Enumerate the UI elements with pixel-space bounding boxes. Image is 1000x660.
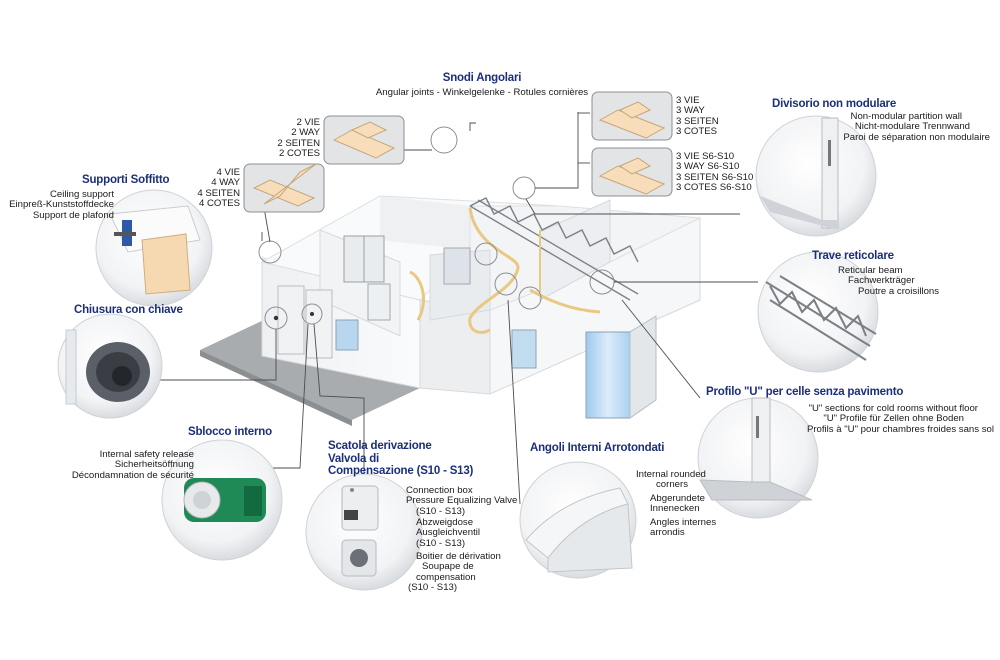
- label-line: Abgerundete: [650, 493, 705, 504]
- label-line: 2 COTES: [278, 148, 320, 160]
- label-line: Fachwerkträger: [848, 275, 915, 287]
- label-line: (S10 - S13): [416, 537, 466, 549]
- rounded-corners-text-de: Abgerundete Innenecken: [650, 493, 730, 515]
- joint-3way-labels: 3 VIE 3 WAY 3 SEITEN 3 COTES: [676, 95, 766, 138]
- label-line: 2 WAY: [291, 127, 320, 139]
- u-profile-bubble: [697, 397, 819, 519]
- joint-4way-box: [243, 163, 325, 213]
- label-line: 4 SEITEN: [197, 187, 240, 199]
- rounded-corners-bubble: [519, 461, 637, 579]
- frosted-door: [585, 331, 631, 419]
- label-line: "U" sections for cold rooms without floo…: [808, 403, 978, 414]
- rounded-corners-text-fr: Angles internes arrondis: [650, 517, 730, 539]
- label-line: (S10 - S13): [416, 505, 466, 517]
- label-line: Reticular beam: [838, 265, 903, 276]
- label-line: "U" Profile für Zellen ohne Boden: [823, 413, 964, 425]
- cold-room-building: [200, 126, 702, 426]
- label-line: 3 WAY: [676, 105, 705, 117]
- rounded-corners-title: Angoli Interni Arrotondati: [530, 442, 665, 454]
- label-line: 3 WAY S6-S10: [676, 161, 740, 173]
- key-lock-title: Chiusura con chiave: [74, 304, 183, 316]
- label-line: Boitier de dérivation: [416, 551, 501, 562]
- partition-wall-bubble: [755, 115, 877, 237]
- label-line: 3 COTES: [676, 126, 718, 138]
- connection-box-text-fr: Boitier de dérivation Soupape de compens…: [408, 551, 518, 594]
- label-line: Angles internes: [650, 517, 717, 528]
- u-profile-title: Profilo "U" per celle senza pavimento: [706, 386, 904, 398]
- reticular-beam-title: Trave reticolare: [812, 250, 894, 262]
- label-line: 3 VIE: [676, 95, 700, 106]
- label-line: 3 SEITEN: [676, 115, 719, 127]
- label-line: 3 SEITEN S6-S10: [676, 171, 754, 183]
- label-line: Pressure Equalizing Valve: [406, 495, 518, 507]
- label-line: Connection box: [406, 485, 473, 496]
- label-line: Internal safety release: [99, 449, 194, 460]
- internal-release-title: Sblocco interno: [188, 426, 272, 438]
- internal-release-text: Internal safety release Sicherheitsöffnu…: [60, 449, 194, 481]
- internal-release-bubble: [161, 439, 283, 561]
- label-line: compensation: [416, 571, 476, 583]
- label-line: Internal rounded: [636, 469, 706, 480]
- label-line: Profils à "U" pour chambres froides sans…: [806, 423, 994, 435]
- joint-3way-box: [591, 91, 673, 141]
- label-line: Soupape de: [422, 561, 474, 573]
- label-line: Nicht-modulare Trennwand: [854, 121, 970, 133]
- label-line: Poutre a croisillons: [858, 285, 940, 297]
- floor-slab: [200, 318, 420, 420]
- reticular-beam-bubble: [757, 251, 879, 373]
- reticular-beam: [469, 197, 639, 301]
- joints-subtitle: Angular joints - Winkelgelenke - Rotules…: [375, 87, 589, 98]
- title-line: Compensazione (S10 - S13): [328, 465, 474, 477]
- label-line: Einpreß-Kunststoffdecke: [9, 199, 114, 211]
- label-line: arrondis: [650, 527, 685, 539]
- joint-3way-s6-labels: 3 VIE S6-S10 3 WAY S6-S10 3 SEITEN S6-S1…: [676, 151, 766, 194]
- joint-3way-s6-box: [591, 147, 673, 197]
- title-line: Valvola di: [328, 452, 380, 465]
- ceiling-support-title: Supporti Soffitto: [82, 174, 170, 186]
- joint-2way-box: [323, 115, 405, 165]
- u-profile-text: "U" sections for cold rooms without floo…: [760, 403, 994, 435]
- joint-4way-labels: 4 VIE 4 WAY 4 SEITEN 4 COTES: [170, 167, 240, 210]
- label-line: 4 VIE: [216, 167, 240, 178]
- connection-box-text-de: Abzweigdose Ausgleichventil (S10 - S13): [416, 517, 516, 549]
- ceiling-support-bubble: [95, 189, 213, 307]
- label-line: Décondamnation de sécurité: [71, 469, 194, 481]
- label-line: 3 VIE S6-S10: [676, 151, 735, 162]
- label-line: Ceiling support: [50, 189, 114, 200]
- partition-wall-text: Non-modular partition wall Nicht-modular…: [800, 111, 990, 143]
- label-line: Paroi de séparation non modulaire: [843, 131, 990, 143]
- key-lock-bubble: [57, 313, 163, 419]
- label-line: 4 WAY: [211, 177, 240, 189]
- title-line: Scatola derivazione: [328, 440, 432, 452]
- label-line: Ausgleichventil: [416, 527, 480, 539]
- label-line: corners: [656, 479, 688, 491]
- label-line: Sicherheitsöffnung: [114, 459, 194, 471]
- joints-title: Snodi Angolari: [442, 72, 522, 84]
- partition-wall-title: Divisorio non modulare: [772, 98, 897, 110]
- reticular-beam-text: Reticular beam Fachwerkträger Poutre a c…: [838, 265, 978, 297]
- label-line: Non-modular partition wall: [850, 111, 962, 122]
- connection-box-text-en: Connection box Pressure Equalizing Valve…: [406, 485, 518, 517]
- label-line: Abzweigdose: [416, 517, 474, 528]
- connection-box-bubble: [305, 473, 423, 591]
- ceiling-support-text: Ceiling support Einpreß-Kunststoffdecke …: [0, 189, 114, 221]
- label-line: 4 COTES: [198, 198, 240, 210]
- joint-2way-labels: 2 VIE 2 WAY 2 SEITEN 2 COTES: [250, 117, 320, 160]
- label-line: Support de plafond: [32, 209, 114, 221]
- rounded-corners-text-en: Internal rounded corners: [636, 469, 726, 491]
- left-door-a: [277, 285, 305, 355]
- label-line: (S10 - S13): [408, 582, 458, 594]
- label-line: 2 SEITEN: [277, 137, 320, 149]
- building-markers: [258, 126, 615, 330]
- label-line: 3 COTES S6-S10: [676, 182, 752, 194]
- connection-box-title: Scatola derivazione Valvola di Compensaz…: [328, 440, 473, 478]
- label-line: Innenecken: [650, 503, 700, 515]
- label-line: 2 VIE: [296, 117, 320, 128]
